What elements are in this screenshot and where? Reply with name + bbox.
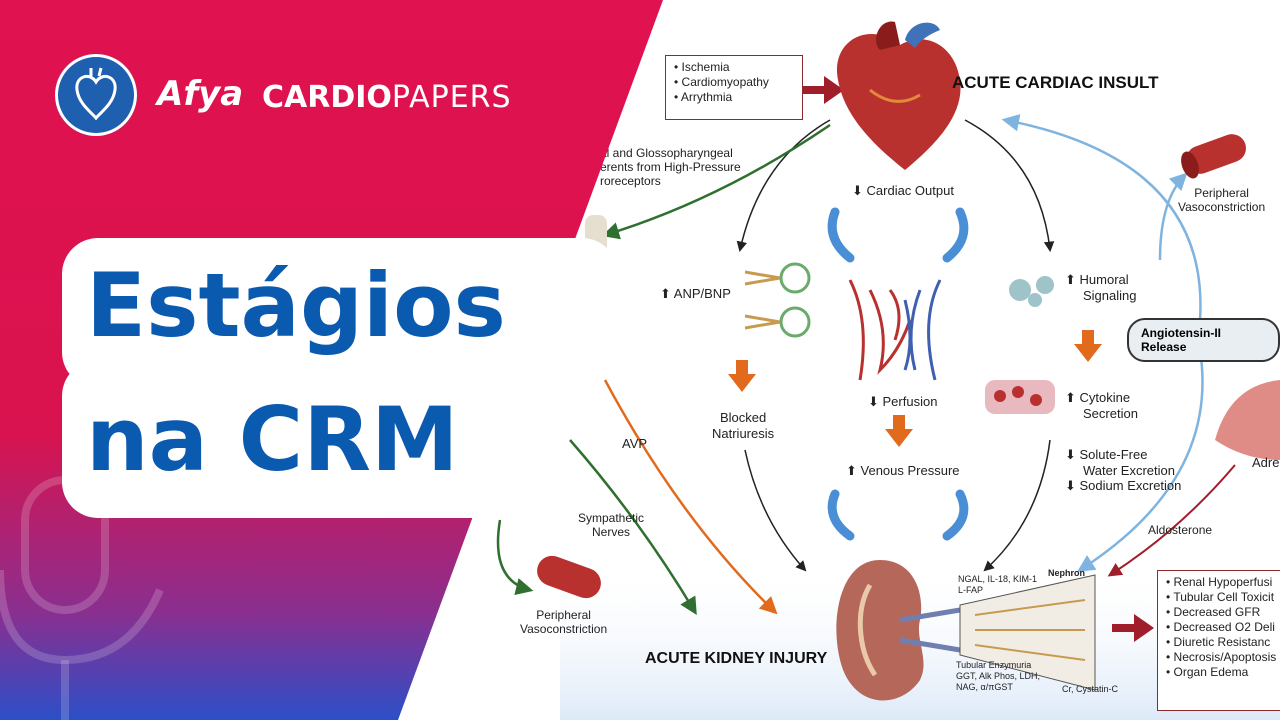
blue-curved-arrows-top (827, 207, 969, 541)
brand-product: CARDIOPAPERS (262, 80, 512, 115)
cytokine-secretion-label: ⬆ Cytokine Secretion (1065, 390, 1138, 421)
outcomes-box: • Renal Hypoperfusi • Tubular Cell Toxic… (1157, 570, 1280, 711)
outcome-item: • Decreased O2 Deli (1166, 620, 1275, 634)
title-line-1: Estágios (86, 254, 506, 357)
sympathetic-nerves-label: Sympathetic Nerves (578, 511, 645, 540)
acute-kidney-injury-label: ACUTE KIDNEY INJURY (645, 650, 828, 667)
perfusion-label: ⬇ Perfusion (868, 394, 938, 409)
outcome-item: • Diuretic Resistanc (1166, 635, 1271, 649)
solute-free-label: ⬇ Solute-Free Water Excretion ⬇ Sodium E… (1065, 447, 1182, 494)
acute-cardiac-insult-label: ACUTE CARDIAC INSULT (952, 73, 1159, 92)
insult-cardiomyopathy: • Cardiomyopathy (674, 75, 769, 89)
avp-label: AVP (622, 436, 648, 451)
blood-vessel-icon (1181, 134, 1246, 179)
angiotensin-release-pill: Angiotensin-II Release (1127, 318, 1280, 362)
humoral-cells (1009, 276, 1054, 307)
peripheral-vasoconstriction-top: Peripheral Vasoconstriction (1178, 186, 1266, 215)
outcome-item: • Organ Edema (1166, 665, 1249, 679)
insult-causes-box: • Ischemia • Cardiomyopathy • Arrythmia (665, 55, 803, 120)
capillary-icon (848, 279, 942, 381)
outcome-item: • Tubular Cell Toxicit (1166, 590, 1275, 604)
heart-logo-icon (55, 54, 137, 136)
heart-icon (836, 21, 961, 170)
insult-ischemia: • Ischemia (674, 60, 730, 74)
orange-down-arrows (728, 330, 1102, 447)
anp-bnp-molecules (744, 262, 811, 338)
outcome-item: • Necrosis/Apoptosis (1166, 650, 1277, 664)
title-line-2: na CRM (86, 388, 459, 491)
nephron-icon (959, 574, 1096, 691)
arrow-kidney-to-outcomes (1112, 614, 1154, 642)
arrow-insult-to-heart (802, 76, 844, 104)
cystatin-label: Cr, Cystatin-C (1062, 684, 1119, 694)
arrow-angiotensin-to-kidney (1077, 349, 1204, 572)
arrow-heart-to-baroreceptors (601, 123, 831, 240)
tubular-enzymuria-label: Tubular Enzymuria GGT, Alk Phos, LDH, NA… (956, 660, 1041, 692)
cytokine-tissue (985, 380, 1055, 414)
arrow-angiotensin-to-heart (1001, 114, 1202, 321)
adrenal-icon (1215, 380, 1280, 460)
cardiac-output-label: ⬇ Cardiac Output (852, 183, 954, 198)
anp-bnp-label: ⬆ ANP/BNP (660, 286, 731, 301)
arrow-to-peripheral-top (1158, 172, 1188, 261)
kidney-icon (836, 560, 961, 701)
outcome-item: • Renal Hypoperfusi (1166, 575, 1273, 589)
arrow-avp (603, 379, 778, 615)
title-pill-2 (62, 360, 548, 518)
arrow-heart-to-anp (736, 119, 831, 253)
humoral-signaling-label: ⬆ Humoral Signaling (1065, 272, 1137, 303)
nephron-label: Nephron (1048, 568, 1085, 578)
aldosterone-label: Aldosterone (1148, 523, 1213, 537)
arrow-sympathetic (569, 439, 697, 616)
arrow-aldosterone (1107, 464, 1236, 577)
podcast-mic-icon (0, 476, 164, 720)
arrow-natriuresis-to-kidney (744, 449, 807, 572)
blood-vessel-icon (537, 555, 601, 599)
baroreceptors-label: al and Glossopharyngeal erents from High… (600, 146, 741, 188)
outcome-item: • Decreased GFR (1166, 605, 1261, 619)
arrow-excretion-to-kidney (983, 439, 1051, 572)
arrow-to-peripheral (496, 519, 534, 596)
arrow-heart-to-humoral (964, 119, 1055, 253)
blocked-natriuresis-label: Blocked Natriuresis (712, 410, 775, 441)
ngal-label: NGAL, IL-18, KIM-1 L-FAP (958, 574, 1038, 595)
insult-arrythmia: • Arrythmia (674, 90, 733, 104)
adren-label: Adren (1252, 455, 1280, 470)
brand-name: Afya (157, 74, 244, 114)
venous-pressure-label: ⬆ Venous Pressure (846, 463, 960, 478)
peripheral-vasoconstriction-bottom: Peripheral Vasoconstriction (520, 608, 608, 637)
